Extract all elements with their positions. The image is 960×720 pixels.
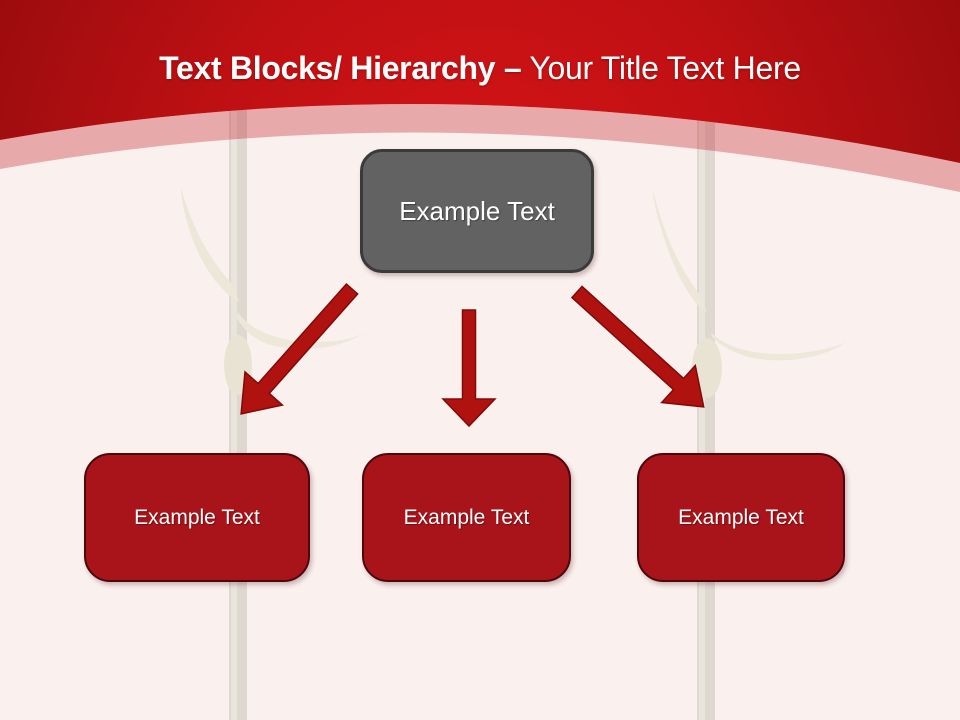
root-text-block-label: Example Text (399, 195, 555, 226)
slide-title: Text Blocks/ Hierarchy – Your Title Text… (0, 50, 960, 87)
wheat-seedling-left (181, 100, 366, 720)
child-text-block-3: Example Text (637, 453, 845, 582)
child-text-block-label: Example Text (134, 505, 260, 529)
seedling-leaf-upper (653, 190, 707, 313)
seedling-stem (697, 95, 715, 720)
child-text-block-1: Example Text (84, 453, 310, 582)
child-text-block-label: Example Text (403, 505, 530, 529)
title-bold-segment: Text Blocks/ Hierarchy – (159, 50, 522, 86)
seedling-leaf-right (236, 312, 366, 349)
connector-arrow-right (570, 285, 705, 408)
connector-arrow-middle (441, 309, 497, 428)
root-text-block: Example Text (360, 149, 594, 273)
seedling-node (224, 335, 252, 395)
title-regular-segment: Your Title Text Here (521, 50, 801, 86)
child-text-block-2: Example Text (362, 453, 571, 582)
seedling-node (692, 338, 722, 398)
connector-arrow-left (240, 282, 359, 415)
seedling-stem (229, 100, 247, 720)
wheat-seedling-right (653, 95, 848, 720)
seedling-stem-highlight (699, 95, 705, 720)
child-text-block-label: Example Text (678, 505, 804, 529)
seedling-leaf-upper (181, 188, 239, 302)
seedling-leaf-right (711, 332, 848, 361)
seedling-stem-highlight (231, 100, 237, 720)
